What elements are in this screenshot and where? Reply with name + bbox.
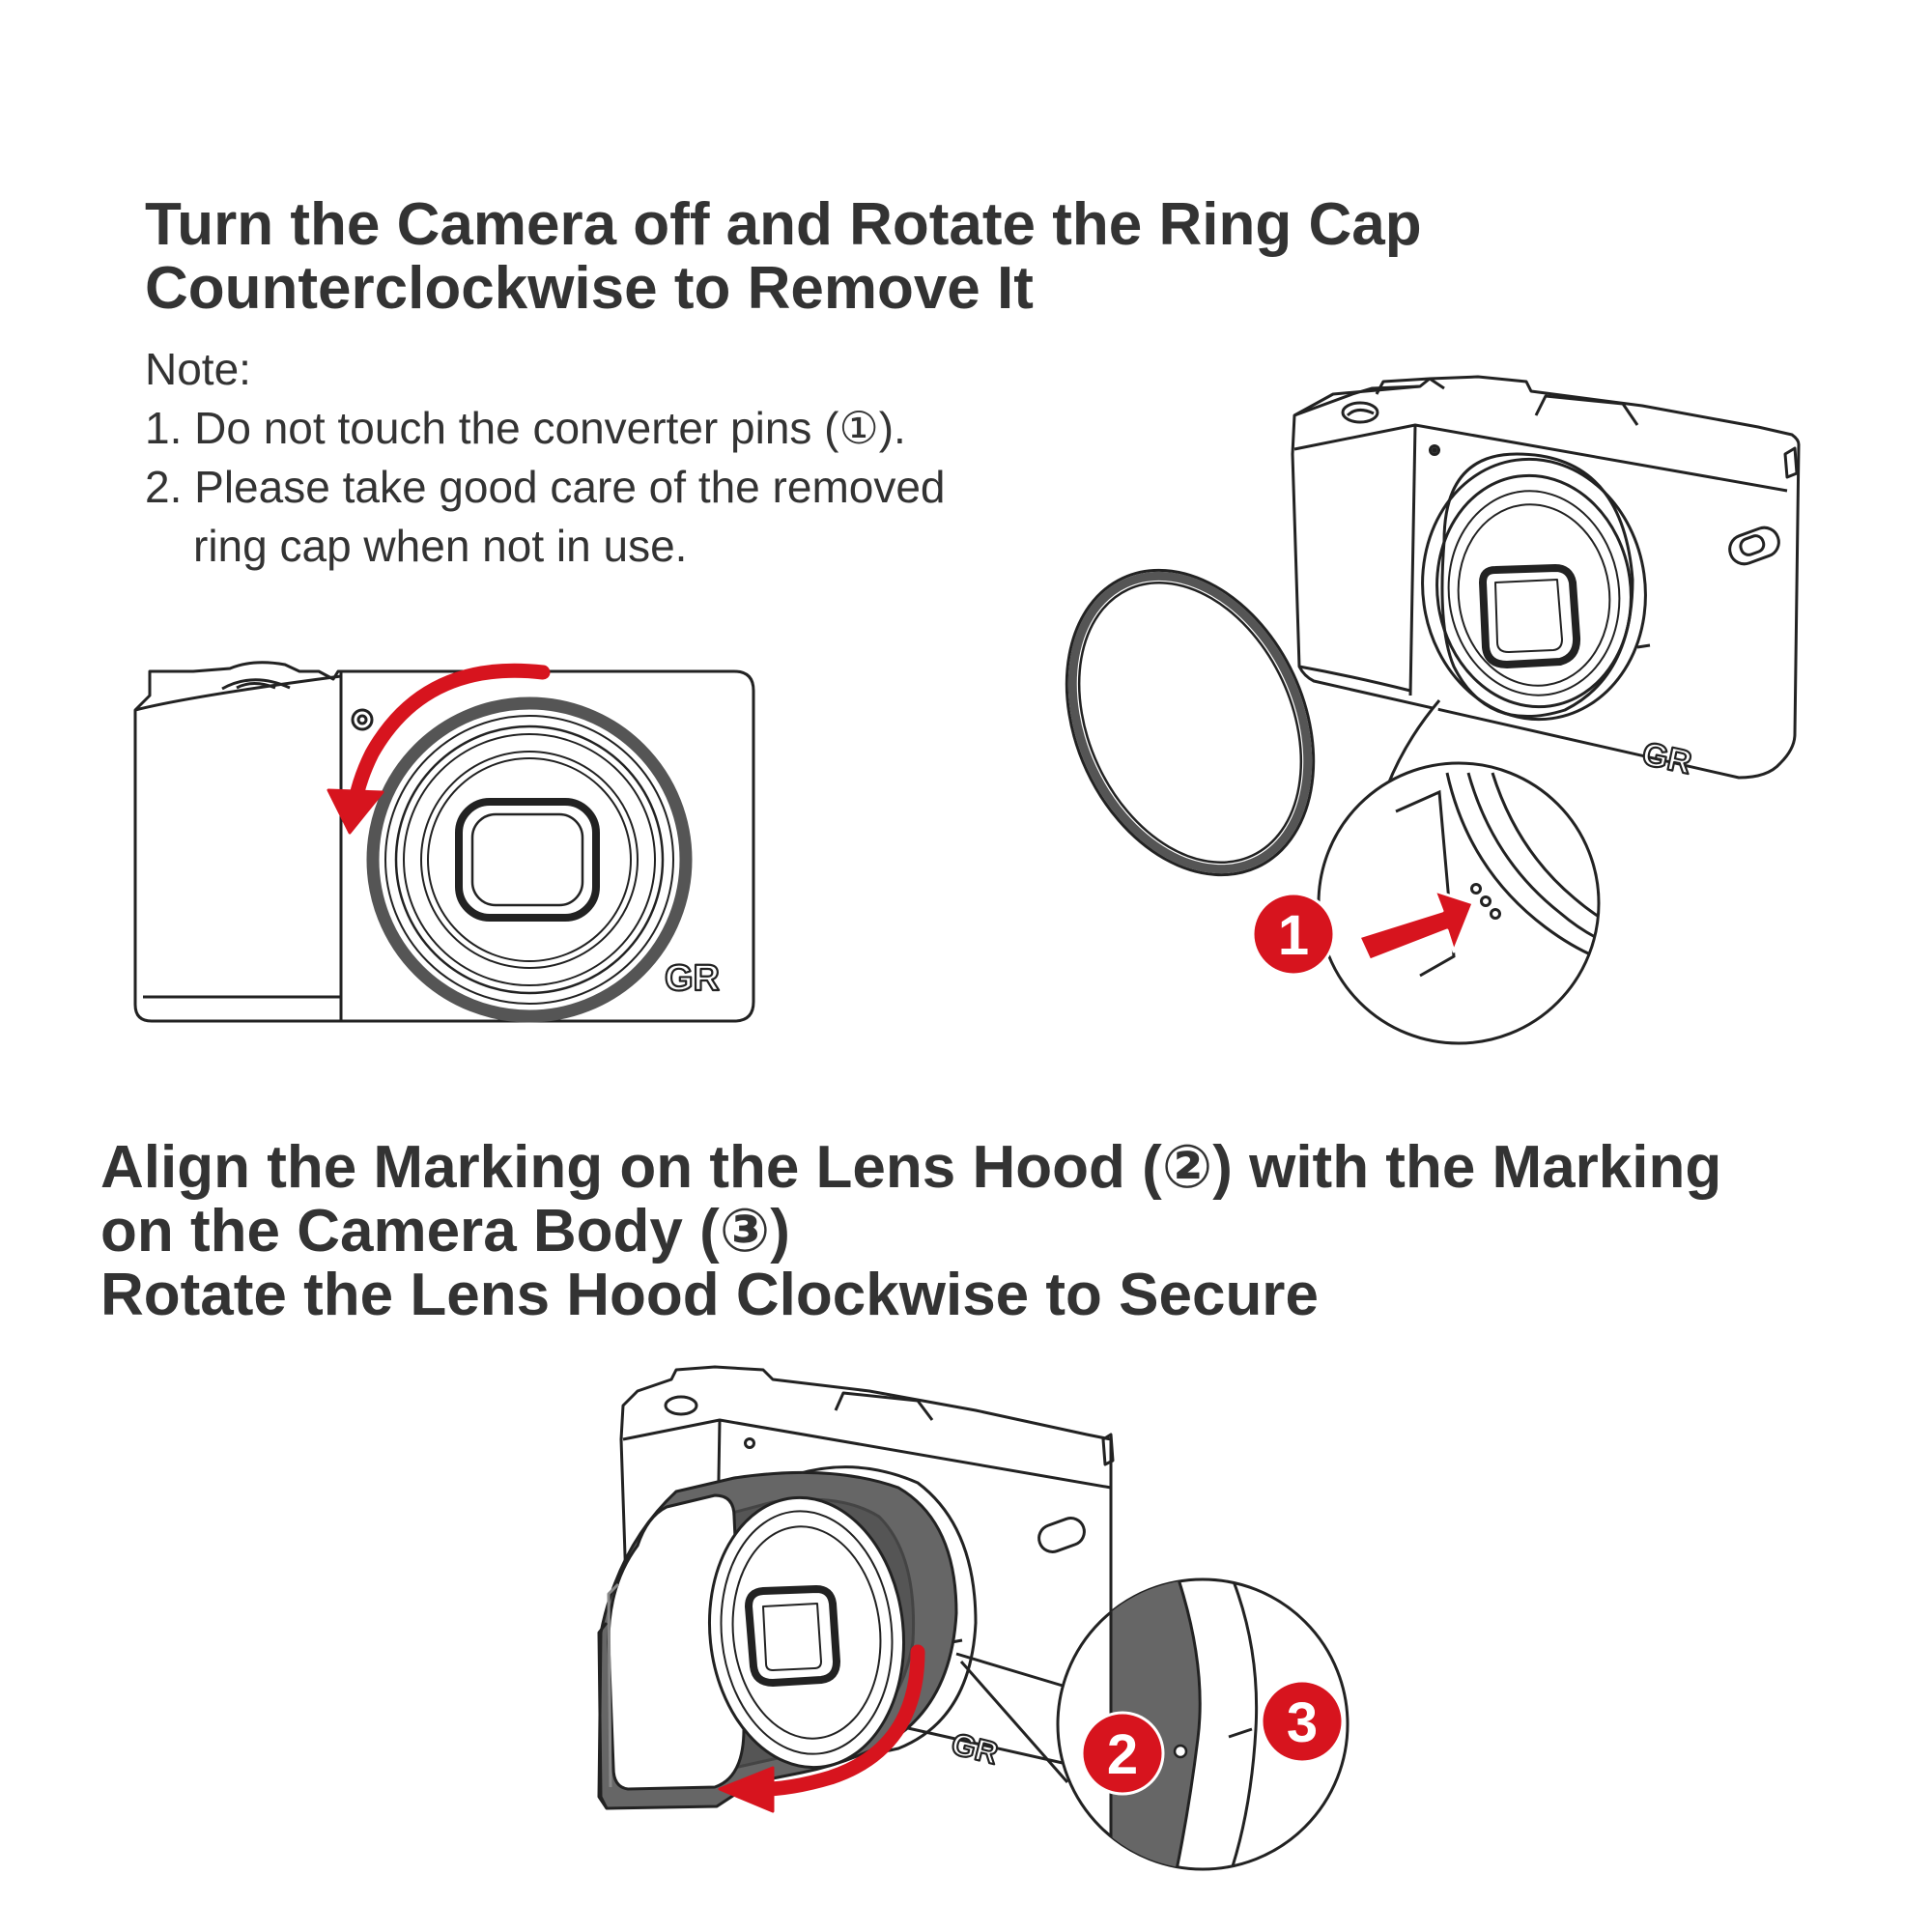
af-assist-lamp: [351, 708, 374, 731]
step1-heading-line: Turn the Camera off and Rotate the Ring …: [145, 191, 1422, 258]
camera-body-outline: [133, 661, 755, 1023]
camera-front-view: GR: [133, 661, 755, 1023]
hot-shoe: [834, 1391, 934, 1421]
camera-logo: GR: [665, 958, 720, 999]
note-label: Note:: [145, 344, 251, 394]
step1-heading-line: Counterclockwise to Remove It: [145, 255, 1034, 322]
badge-3: [1260, 1679, 1345, 1764]
lens-aperture: [1479, 564, 1581, 668]
note-item: 1. Do not touch the converter pins (①).: [145, 403, 906, 453]
svg-text:1: 1: [1278, 904, 1309, 967]
lens-hood: [597, 1470, 958, 1810]
hot-shoe: [1534, 394, 1639, 426]
badge-1: [1251, 892, 1336, 977]
note-item: 2. Please take good care of the removed: [145, 462, 946, 512]
converter-pin: [1470, 883, 1482, 895]
hood-marking: [1173, 1744, 1188, 1759]
converter-pin: [1480, 895, 1492, 907]
svg-text:3: 3: [1287, 1691, 1318, 1754]
lens-aperture: [745, 1585, 840, 1687]
step2-heading-line: Rotate the Lens Hood Clockwise to Secure: [100, 1262, 1319, 1328]
camera-body-outline: [1291, 375, 1801, 780]
converter-pin: [1490, 908, 1501, 920]
pointer-arrow: [1357, 889, 1475, 962]
shutter-dial: [1341, 401, 1379, 424]
lens-aperture: [455, 798, 600, 922]
grip-top-curve: [134, 674, 342, 712]
step2-heading: Align the Marking on the Lens Hood (②) w…: [100, 1136, 1721, 1327]
step2-heading-line: Align the Marking on the Lens Hood (②) w…: [100, 1134, 1722, 1201]
removed-ring-cap: [1065, 568, 1316, 877]
camera-logo: GR: [1639, 735, 1695, 781]
camera-angled-view: GR: [1291, 375, 1801, 782]
body-marking: [1228, 1727, 1253, 1739]
camera-strap-lug: [1783, 446, 1799, 479]
svg-text:2: 2: [1107, 1723, 1138, 1786]
camera-top-edge: [1293, 384, 1421, 417]
ring-cap: [366, 696, 693, 1023]
badge-2: [1080, 1711, 1165, 1796]
step1-heading: Turn the Camera off and Rotate the Ring …: [145, 193, 1422, 321]
grip-divider: [1408, 424, 1417, 696]
hood-band: [1109, 1579, 1202, 1869]
counterclockwise-arrow: [327, 663, 551, 835]
camera-logo: GR: [948, 1726, 1001, 1772]
step2-heading-line: on the Camera Body (③): [100, 1198, 790, 1264]
step1-notes: Note: 1. Do not touch the converter pins…: [145, 340, 946, 576]
clockwise-arrow: [718, 1644, 925, 1813]
note-item-continued: ring cap when not in use.: [193, 521, 688, 571]
zoom-callout-markings: 2 3: [955, 1577, 1350, 1871]
shutter-dial: [221, 678, 291, 691]
zoom-callout-pins: 1: [1251, 699, 1601, 1045]
